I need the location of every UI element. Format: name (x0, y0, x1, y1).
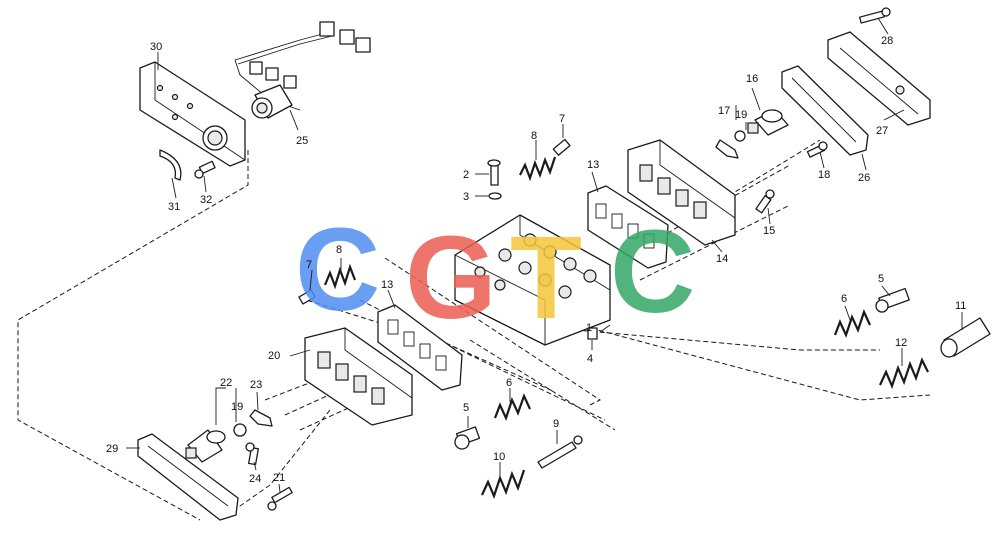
label-part-31: 31 (168, 201, 180, 213)
part-14-valve-block (627, 139, 736, 246)
part-5-plunger-right (875, 287, 910, 313)
label-part-10: 10 (493, 451, 505, 463)
label-part-16: 16 (746, 73, 758, 85)
label-part-23: 23 (250, 379, 262, 391)
label-part-18: 18 (818, 169, 830, 181)
part-28-bolt (858, 7, 891, 24)
part-6-spring-right (833, 309, 871, 338)
label-part-8-left: 8 (336, 244, 342, 256)
part-2-bolt (487, 159, 501, 186)
label-part-22: 22 (220, 377, 232, 389)
label-part-25: 25 (296, 135, 308, 147)
label-part-4: 4 (587, 353, 593, 365)
label-part-14: 14 (716, 253, 728, 265)
part-4-plug (587, 327, 598, 340)
label-part-19-left: 19 (231, 401, 243, 413)
part-16-solenoid (747, 109, 789, 136)
label-part-11: 11 (955, 300, 966, 312)
watermark-letter-g: G (405, 212, 497, 344)
label-part-28: 28 (881, 35, 893, 47)
label-part-21: 21 (273, 472, 285, 484)
part-27-cover (827, 31, 931, 126)
label-part-32: 32 (200, 194, 212, 206)
label-part-6-bottom: 6 (506, 377, 512, 389)
label-part-6-right: 6 (841, 293, 847, 305)
part-23-bracket (249, 409, 273, 427)
part-19-oring-left (233, 423, 247, 437)
part-26-gasket (781, 65, 869, 156)
part-29-gasket (137, 433, 239, 521)
part-number-labels: 1 2 3 4 5 5 6 6 7 7 8 8 9 10 11 12 13 13… (106, 35, 966, 485)
label-part-7-left: 7 (306, 259, 312, 271)
label-part-9: 9 (553, 418, 559, 430)
label-part-5-bottom: 5 (463, 402, 469, 414)
part-1-valve-body (454, 214, 611, 346)
part-21-bolt (267, 486, 293, 511)
part-6-spring-bottom (493, 393, 531, 421)
part-8-spring-top (519, 156, 557, 182)
part-30-cover (139, 61, 246, 167)
label-part-8-top: 8 (531, 130, 537, 142)
label-part-26: 26 (858, 172, 870, 184)
part-7-pin-left (298, 289, 316, 305)
label-part-27: 27 (876, 125, 888, 137)
label-part-3: 3 (463, 191, 469, 203)
part-25-wire-harness (234, 21, 371, 119)
part-13-plate-left (377, 304, 463, 391)
part-8-spring-left (323, 263, 357, 290)
watermark-letter-c1: C (295, 204, 380, 336)
part-9-valve-pin (537, 435, 583, 469)
part-5-plunger-bottom (454, 426, 481, 450)
label-part-2: 2 (463, 169, 469, 181)
label-part-17: 17 (718, 105, 730, 117)
part-22-solenoid (185, 429, 226, 463)
label-part-30: 30 (150, 41, 162, 53)
part-31-clip (159, 149, 182, 181)
part-17-bracket (715, 139, 739, 159)
part-3-washer (488, 192, 502, 200)
label-part-19-top: 19 (735, 109, 747, 121)
part-11-valve (940, 317, 991, 358)
label-part-13-top: 13 (587, 159, 599, 171)
label-part-29: 29 (106, 443, 118, 455)
part-19-oring-top (734, 130, 746, 142)
part-18-bolt (806, 141, 828, 158)
watermark-letter-t: T (510, 212, 582, 344)
watermark-letter-c2: C (610, 206, 695, 338)
part-7-pin-top (552, 138, 571, 156)
label-part-1: 1 (586, 322, 592, 334)
label-part-13-left: 13 (381, 279, 393, 291)
label-part-20: 20 (268, 350, 280, 362)
part-32-bolt (194, 160, 216, 179)
label-part-12: 12 (895, 337, 907, 349)
label-part-5-right: 5 (878, 273, 884, 285)
assembly-dashed-lines (17, 139, 931, 521)
watermark: C G T C (295, 204, 695, 344)
part-24-bolt (245, 442, 259, 466)
part-15-bolt (755, 189, 775, 214)
label-part-24: 24 (249, 473, 261, 485)
part-20-valve-block (304, 327, 413, 426)
label-part-15: 15 (763, 225, 775, 237)
part-13-plate-top (587, 185, 669, 269)
leader-lines (126, 17, 963, 493)
part-10-spring (481, 469, 526, 500)
label-part-7-top: 7 (559, 113, 565, 125)
part-12-spring (879, 357, 929, 390)
